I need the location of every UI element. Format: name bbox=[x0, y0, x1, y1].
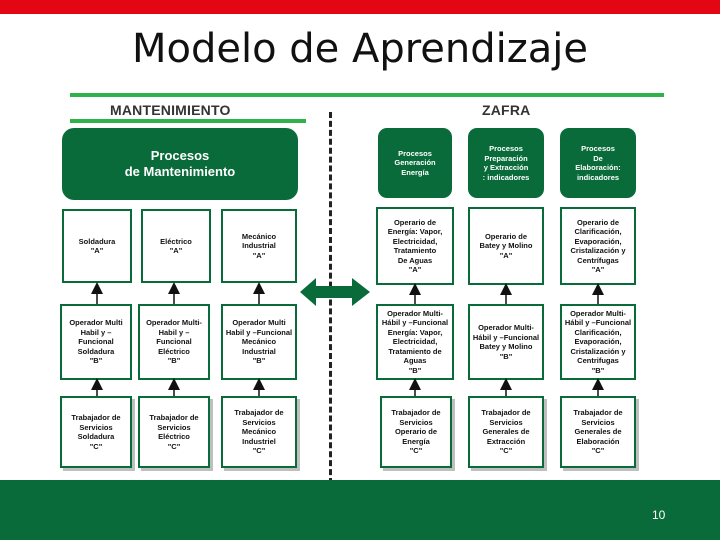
mant-electrico-b: Operador Multi- Habil y –Funcional Eléct… bbox=[138, 304, 210, 380]
mant-electrico-a: Eléctrico "A" bbox=[141, 209, 211, 283]
zafra-header-energia: Procesos Generación Energía bbox=[378, 128, 452, 198]
mant-mecanico-c: Trabajador de Servicios Mecánico Industr… bbox=[221, 396, 297, 468]
zafra-elaboracion-c: Trabajador de Servicios Generales de Ela… bbox=[560, 396, 636, 468]
top-red-bar bbox=[0, 0, 720, 14]
zafra-extraccion-c: Trabajador de Servicios Generales de Ext… bbox=[468, 396, 544, 468]
zafra-clarificacion-a: Operario de Clarificación, Evaporación, … bbox=[560, 207, 636, 285]
mant-soldadura-c: Trabajador de Servicios Soldadura "C" bbox=[60, 396, 132, 468]
zafra-header-elaboracion: Procesos De Elaboración: indicadores bbox=[560, 128, 636, 198]
mant-mecanico-a: Mecánico Industrial "A" bbox=[221, 209, 297, 283]
footer-band bbox=[0, 480, 720, 540]
top-divider-line bbox=[70, 93, 664, 97]
mantenimiento-label: MANTENIMIENTO bbox=[110, 102, 231, 118]
mant-mecanico-b: Operador Multi Habil y –Funcional Mecáni… bbox=[221, 304, 297, 380]
zafra-header-extraccion: Procesos Preparación y Extracción : indi… bbox=[468, 128, 544, 198]
mant-soldadura-b: Operador Multi Habil y –Funcional Soldad… bbox=[60, 304, 132, 380]
double-arrow-icon bbox=[300, 278, 370, 306]
zafra-batey-b: Operador Multi- Hábil y –Funcional Batey… bbox=[468, 304, 544, 380]
slide-title: Modelo de Aprendizaje bbox=[131, 26, 588, 72]
mant-electrico-c: Trabajador de Servicios Eléctrico "C" bbox=[138, 396, 210, 468]
mantenimiento-underline bbox=[70, 119, 306, 123]
page-number: 10 bbox=[652, 508, 666, 522]
mant-soldadura-a: Soldadura "A" bbox=[62, 209, 132, 283]
zafra-label: ZAFRA bbox=[482, 102, 531, 118]
procesos-mantenimiento-box: Procesos de Mantenimiento bbox=[62, 128, 298, 200]
zafra-energia-c: Trabajador de Servicios Operario de Ener… bbox=[380, 396, 452, 468]
zafra-clarificacion-b: Operador Multi- Hábil y –Funcional Clari… bbox=[560, 304, 636, 380]
